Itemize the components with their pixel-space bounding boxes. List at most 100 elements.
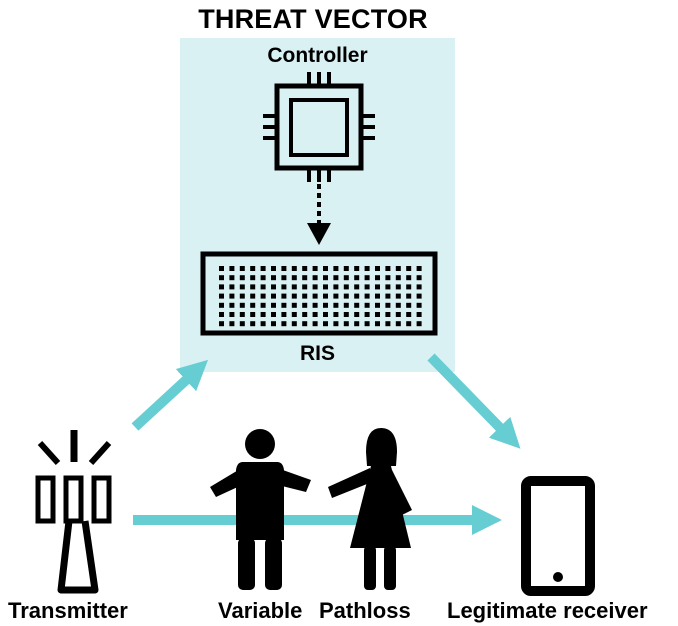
ris-element: [302, 266, 308, 271]
ris-panel-icon: [200, 251, 438, 336]
microchip-icon: [263, 72, 375, 182]
woman-icon: [328, 428, 412, 590]
ris-element: [229, 312, 235, 317]
ris-element: [323, 321, 328, 327]
ris-element: [229, 275, 235, 281]
ris-element: [239, 266, 245, 271]
ris-element: [343, 321, 349, 327]
ris-element: [416, 275, 422, 281]
ris-element: [395, 302, 401, 308]
ris-element: [354, 321, 360, 327]
ris-element: [323, 293, 328, 299]
ris-element: [385, 302, 391, 308]
ris-element: [312, 321, 318, 327]
ris-element: [364, 275, 370, 281]
ris-element: [250, 275, 256, 281]
ris-element: [354, 275, 360, 281]
ris-element: [364, 293, 370, 299]
ris-element: [364, 312, 370, 317]
ris-element: [333, 266, 339, 271]
ris-element: [271, 293, 276, 299]
ris-element: [250, 321, 256, 327]
ris-element: [385, 293, 391, 299]
ris-element: [395, 321, 401, 327]
pathloss-label: Pathloss: [319, 598, 411, 623]
ris-element: [385, 275, 391, 281]
ris-element: [375, 312, 380, 317]
ris-element: [385, 284, 391, 290]
ris-element: [375, 321, 380, 327]
ris-element: [323, 312, 328, 317]
ris-element: [333, 302, 339, 308]
ris-element: [343, 293, 349, 299]
smartphone-icon: [521, 476, 595, 596]
ris-element: [239, 275, 245, 281]
ris-element: [375, 293, 380, 299]
ris-element: [395, 266, 401, 271]
ris-element: [354, 312, 360, 317]
ris-element: [271, 302, 276, 308]
ris-element: [260, 321, 266, 327]
ris-element: [250, 284, 256, 290]
ris-element: [312, 266, 318, 271]
ris-element: [250, 266, 256, 271]
ris-element: [323, 266, 328, 271]
ris-element: [323, 302, 328, 308]
ris-element: [375, 302, 380, 308]
ris-element: [219, 266, 224, 271]
ris-element: [312, 302, 318, 308]
ris-element: [302, 284, 308, 290]
ris-element: [343, 302, 349, 308]
ris-element: [219, 275, 224, 281]
ris-element: [250, 302, 256, 308]
ris-element: [302, 293, 308, 299]
ris-element: [333, 321, 339, 327]
ris-element: [219, 312, 224, 317]
ris-element: [291, 284, 297, 290]
threat-vector-title: THREAT VECTOR: [198, 4, 428, 34]
ris-element: [281, 302, 287, 308]
ris-element: [364, 284, 370, 290]
ris-element: [281, 284, 287, 290]
ris-element: [416, 293, 422, 299]
legitimate-receiver-label: Legitimate receiver: [447, 598, 648, 623]
ris-element: [271, 266, 276, 271]
ris-element: [229, 284, 235, 290]
ris-element: [375, 284, 380, 290]
ris-element: [271, 321, 276, 327]
ris-element: [354, 293, 360, 299]
control-signal-arrow: [307, 184, 331, 245]
ris-element: [291, 312, 297, 317]
ris-element: [364, 302, 370, 308]
ris-element: [395, 275, 401, 281]
ris-element: [333, 284, 339, 290]
ris-element: [364, 321, 370, 327]
ris-element: [239, 284, 245, 290]
ris-element: [302, 302, 308, 308]
ris-element: [312, 284, 318, 290]
ris-element: [406, 302, 412, 308]
ris-element: [271, 275, 276, 281]
ris-element: [291, 321, 297, 327]
ris-element: [406, 312, 412, 317]
ris-element: [354, 266, 360, 271]
ris-element: [333, 275, 339, 281]
ris-element: [219, 284, 224, 290]
ris-element: [312, 293, 318, 299]
ris-element: [239, 312, 245, 317]
ris-element: [354, 284, 360, 290]
ris-element: [281, 321, 287, 327]
ris-element: [416, 312, 422, 317]
ris-element: [375, 275, 380, 281]
ris-element: [229, 302, 235, 308]
ris-element: [281, 293, 287, 299]
ris-element: [406, 275, 412, 281]
ris-element: [333, 293, 339, 299]
ris-element: [395, 312, 401, 317]
ris-element: [260, 284, 266, 290]
ris-element: [260, 266, 266, 271]
ris-element: [271, 312, 276, 317]
variable-label: Variable: [218, 598, 303, 623]
man-icon: [210, 429, 311, 590]
